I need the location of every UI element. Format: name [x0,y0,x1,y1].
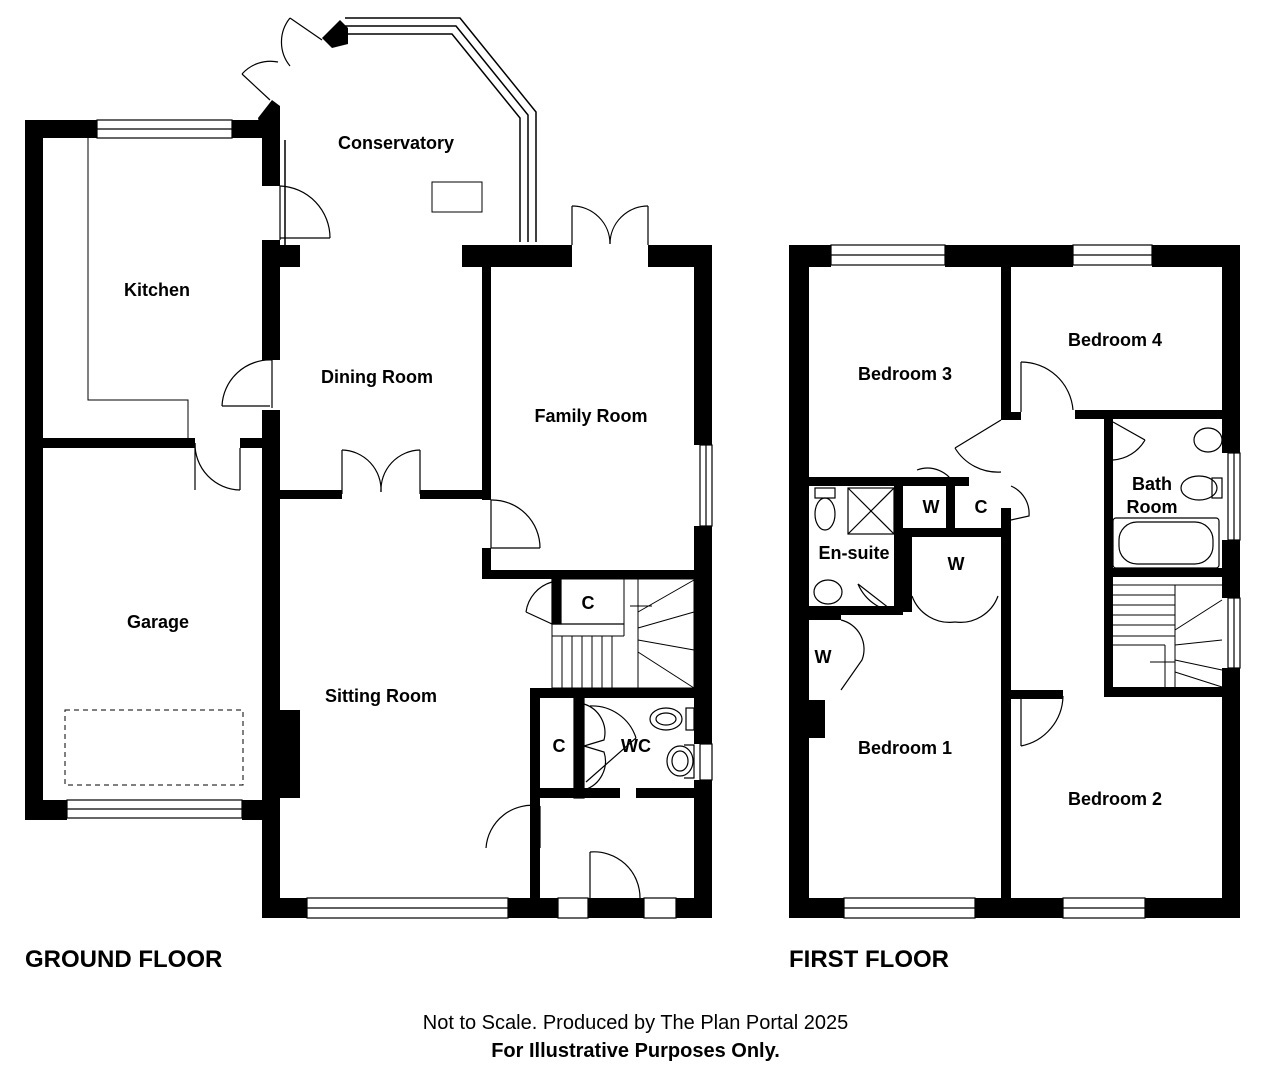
label-wardrobe-mid: W [948,554,965,574]
label-bedroom-2: Bedroom 2 [1068,789,1162,809]
kitchen-garage-walls [25,120,300,820]
label-wardrobe-top: W [923,497,940,517]
kitchen-worktop [87,138,189,438]
footer-illustrative-note: For Illustrative Purposes Only. [491,1040,780,1062]
label-bedroom-3: Bedroom 3 [858,364,952,384]
ground-floor-title: GROUND FLOOR [25,946,223,973]
floor-plan: Conservatory Kitchen Dining Room Family … [25,17,1241,919]
conservatory-glazing [284,17,537,245]
first-floor-doors [840,361,1146,747]
garage-window [66,799,243,819]
kitchen-window [96,119,233,139]
family-room-patio-doors [571,205,649,245]
footer-disclaimer: Not to Scale. Produced by The Plan Porta… [422,1012,849,1034]
label-cupboard-lower: C [553,736,566,756]
first-floor-plan: Bedroom 3 Bedroom 4 Bath Room W C En-sui… [789,244,1241,919]
first-floor-stairs [1113,584,1223,688]
dining-double-doors [341,449,421,494]
cupboard-c-upper [525,578,624,625]
first-floor-windows [830,244,1241,919]
label-sitting-room: Sitting Room [325,686,437,706]
garage-door-outline [64,709,244,786]
label-bath-room-line1: Bath [1132,474,1172,494]
ground-floor-plan: Conservatory Kitchen Dining Room Family … [25,17,713,919]
label-bedroom-1: Bedroom 1 [858,738,952,758]
label-dining-room: Dining Room [321,367,433,387]
dining-sitting-walls [262,245,712,918]
front-door [485,804,641,899]
sitting-room-window [306,897,677,919]
conservatory-double-door [241,17,323,101]
bathroom-fixtures [813,427,1223,605]
wc-window [699,743,713,781]
roof-vent [431,181,483,213]
label-conservatory: Conservatory [338,133,454,153]
label-bedroom-4: Bedroom 4 [1068,330,1162,350]
ground-stairs [551,578,695,689]
family-room-window [699,444,713,527]
kitchen-doors [194,185,331,491]
label-garage: Garage [127,612,189,632]
wc-area [573,697,695,799]
first-floor-walls [789,245,1240,918]
label-kitchen: Kitchen [124,280,190,300]
conservatory-corner-post [322,20,348,48]
label-wc: WC [621,736,651,756]
label-cupboard: C [975,497,988,517]
first-floor-title: FIRST FLOOR [789,946,949,973]
label-wardrobe-left: W [815,647,832,667]
label-en-suite: En-suite [818,543,889,563]
label-bath-room-line2: Room [1127,497,1178,517]
family-room-door [490,499,541,549]
label-cupboard-upper: C [582,593,595,613]
label-family-room: Family Room [534,406,647,426]
